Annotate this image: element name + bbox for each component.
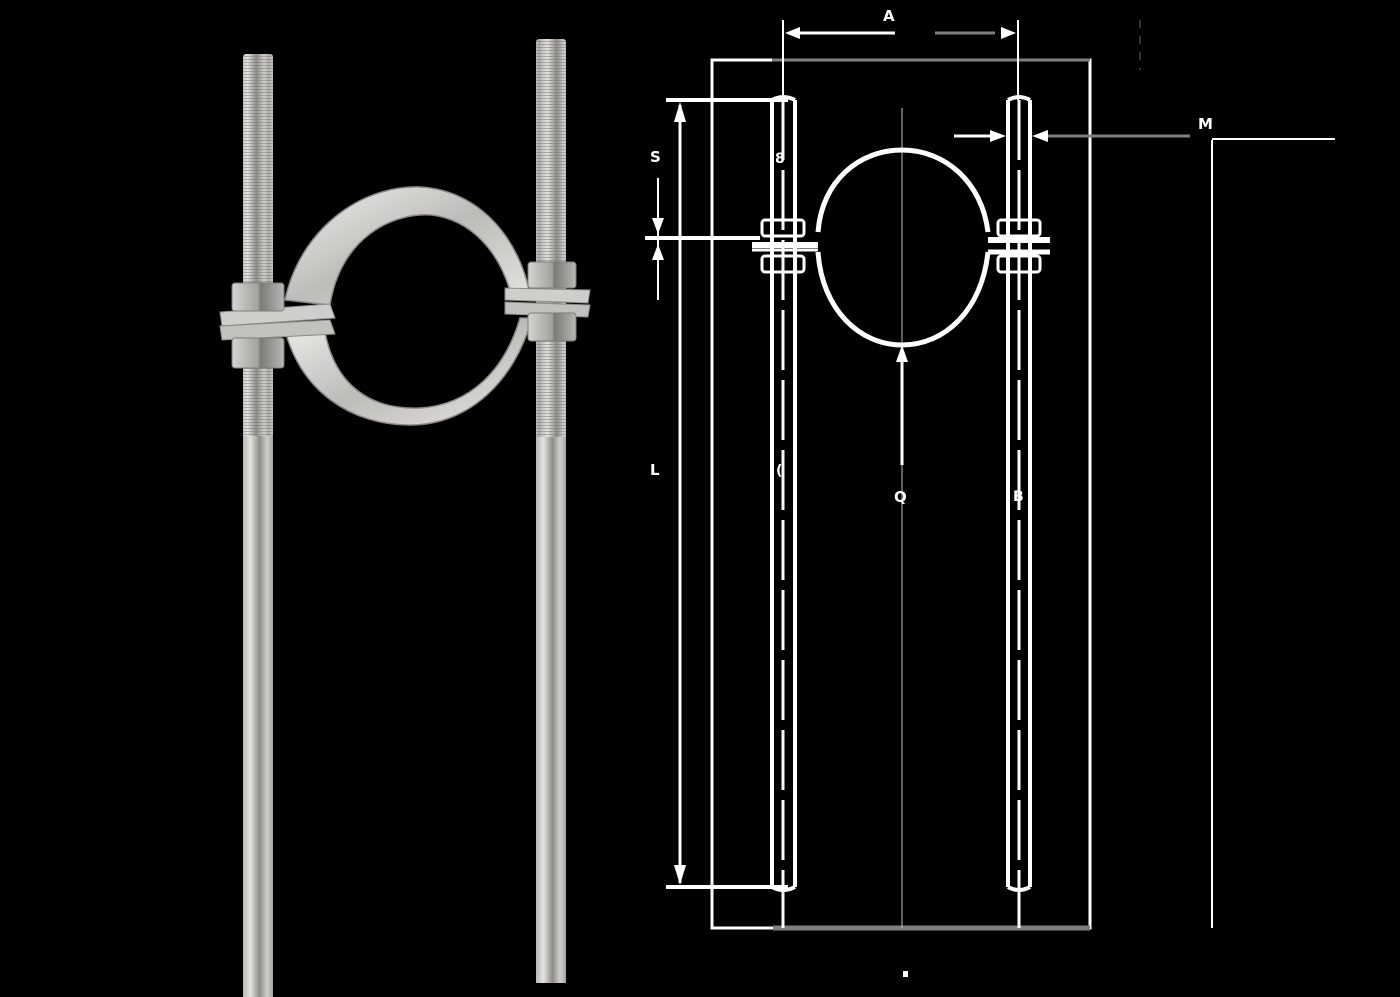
dimension-label-m: M xyxy=(1198,115,1213,133)
dimension-label-s: S xyxy=(650,148,661,166)
product-photo xyxy=(0,0,640,997)
rod-label-left-top: 8 xyxy=(775,151,785,167)
hex-nuts xyxy=(231,261,577,369)
pipe-clamp-photo-graphic xyxy=(219,39,591,997)
clamp-band xyxy=(219,186,591,426)
dimension-label-a: A xyxy=(883,7,895,25)
rod-label-left-mid: ( xyxy=(776,463,783,479)
rod-label-right-mid: B xyxy=(1013,489,1024,505)
dimension-label-q: Q xyxy=(894,488,907,506)
dimension-label-l: L xyxy=(650,461,660,479)
